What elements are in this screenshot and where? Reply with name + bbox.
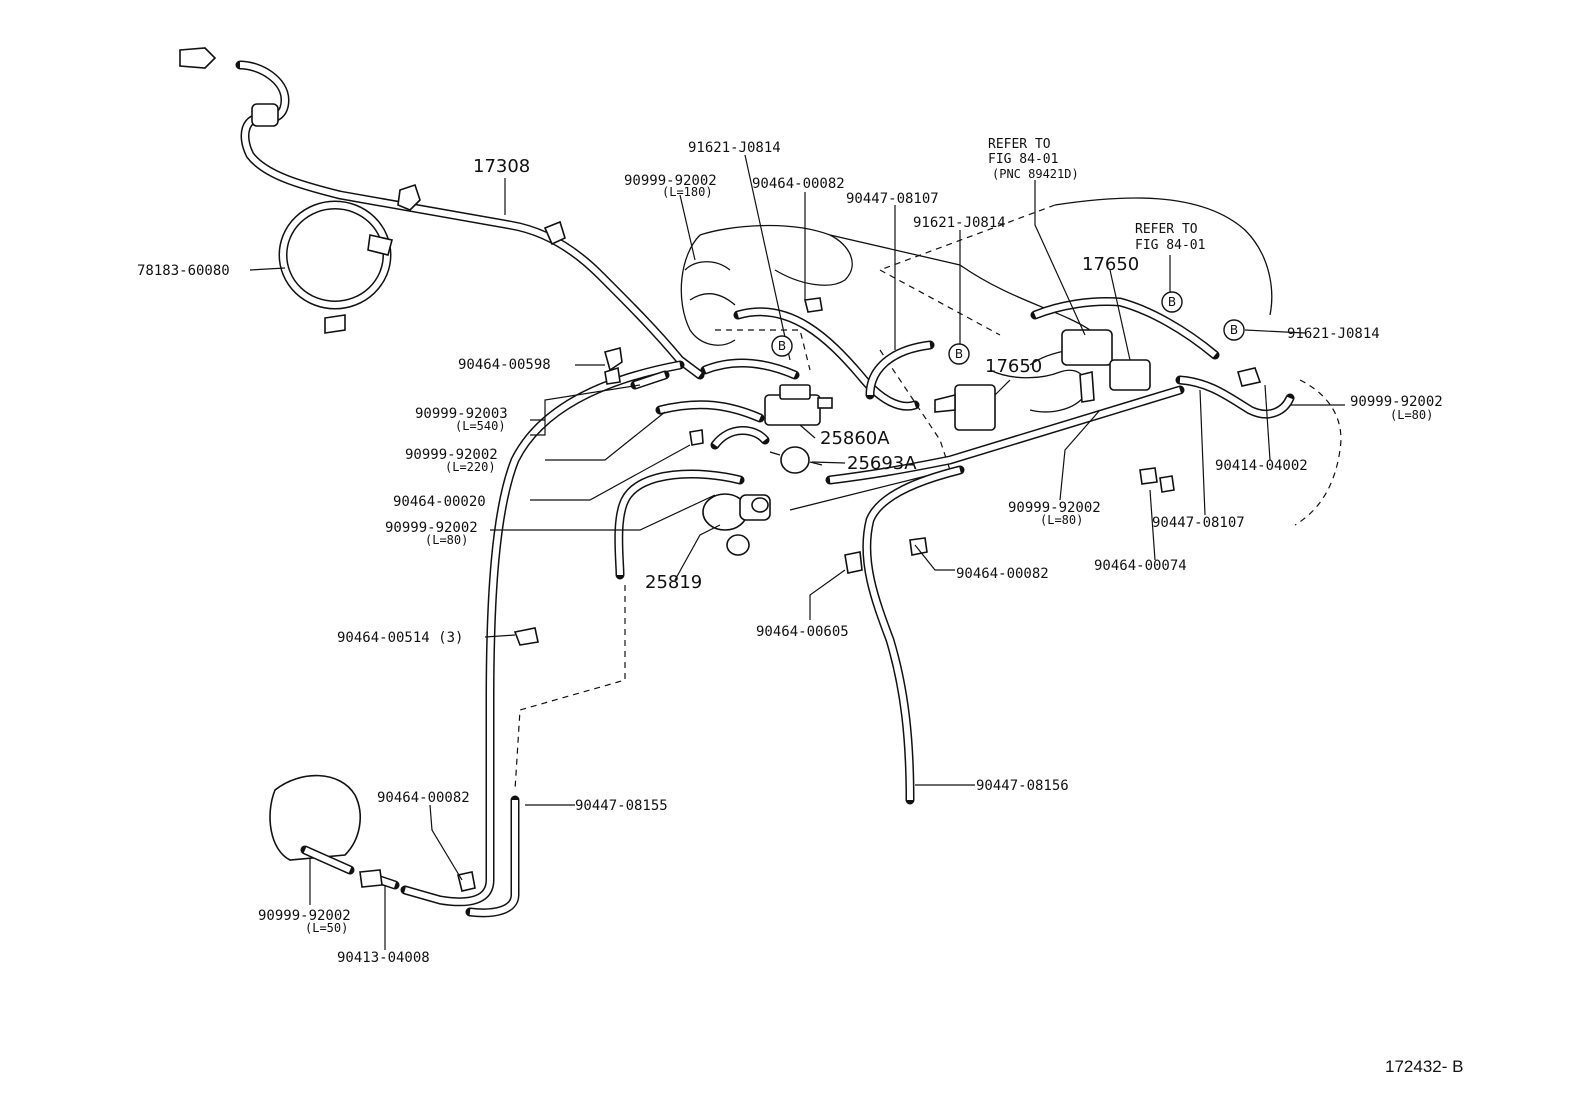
leader-lines [249, 154, 1345, 950]
hose-top-middle [733, 307, 935, 411]
filter-bottom-left [269, 774, 400, 890]
label-91621-J0814-right: 91621-J0814 [1287, 326, 1380, 342]
part-labels: 17308 78183-60080 91621-J0814 90999-9200… [137, 137, 1463, 1076]
hose-main-right [825, 297, 1295, 485]
label-90413-04008: 90413-04008 [337, 950, 430, 966]
label-90464-00082-low: 90464-00082 [377, 790, 470, 806]
vsv-17650-left [934, 384, 996, 431]
label-length-50: (L=50) [305, 921, 348, 935]
ring-clamp-78183 [278, 200, 393, 334]
hose-connector [251, 103, 279, 127]
label-length-80-left: (L=80) [425, 533, 468, 547]
label-17650-left: 17650 [985, 356, 1042, 377]
label-90447-08155: 90447-08155 [575, 798, 668, 814]
label-length-180: (L=180) [662, 185, 713, 199]
label-length-540: (L=540) [455, 419, 506, 433]
label-90464-00082-mid: 90464-00082 [956, 566, 1049, 582]
label-25693A: 25693A [847, 453, 917, 474]
label-90999-92002-180: 90999-92002 [624, 173, 717, 189]
vsv-17650-right [1061, 329, 1151, 391]
label-90464-00514: 90464-00514 (3) [337, 630, 463, 646]
vsv-25819 [702, 493, 771, 556]
label-91621-J0814-mid: 91621-J0814 [913, 215, 1006, 231]
callout-b-3: B [1161, 291, 1183, 313]
hose-clips-top [397, 183, 566, 246]
hose-end-connector [179, 47, 217, 69]
svg-text:B: B [955, 347, 963, 361]
label-17650-right: 17650 [1082, 254, 1139, 275]
hose-90447-08155 [400, 360, 685, 918]
label-90999-92003-540: 90999-92003 [415, 406, 508, 422]
label-length-80-right: (L=80) [1390, 408, 1433, 422]
label-90464-00605: 90464-00605 [756, 624, 849, 640]
label-90447-08156: 90447-08156 [976, 778, 1069, 794]
label-90464-00598: 90464-00598 [458, 357, 551, 373]
label-90999-92002-80-left: 90999-92002 [385, 520, 478, 536]
svg-text:B: B [1168, 295, 1176, 309]
hose-90447-08156 [862, 465, 965, 805]
label-90447-08107-top: 90447-08107 [846, 191, 939, 207]
refer-note-1-line1: REFER TO [988, 137, 1051, 152]
label-length-80-mid: (L=80) [1040, 513, 1083, 527]
label-91621-J0814-top: 91621-J0814 [688, 140, 781, 156]
refer-note-1-line2: FIG 84-01 [988, 152, 1058, 167]
svg-text:B: B [1230, 323, 1238, 337]
label-25860A: 25860A [820, 428, 890, 449]
label-90999-92002-80-right: 90999-92002 [1350, 394, 1443, 410]
label-length-220: (L=220) [445, 460, 496, 474]
clamps-misc [457, 297, 1262, 892]
label-90464-00074: 90464-00074 [1094, 558, 1187, 574]
callout-b-1: B [771, 335, 793, 357]
refer-note-2-line1: REFER TO [1135, 222, 1198, 237]
label-25819: 25819 [645, 572, 702, 593]
figure-id: 172432- B [1385, 1057, 1463, 1076]
label-90464-00082-top: 90464-00082 [752, 176, 845, 192]
svg-text:B: B [778, 339, 786, 353]
hose-17308 [179, 47, 705, 380]
label-90999-92002-220: 90999-92002 [405, 447, 498, 463]
label-78183-60080: 78183-60080 [137, 263, 230, 279]
label-90999-92002-80-mid: 90999-92002 [1008, 500, 1101, 516]
label-90999-92002-50: 90999-92002 [258, 908, 351, 924]
vsv-25860A [764, 384, 833, 426]
callout-b-2: B [948, 343, 970, 365]
refer-note-1-line3: (PNC 89421D) [992, 167, 1079, 181]
label-90464-00020: 90464-00020 [393, 494, 486, 510]
label-90447-08107-right: 90447-08107 [1152, 515, 1245, 531]
label-17308: 17308 [473, 156, 530, 177]
callout-b-4: B [1223, 319, 1245, 341]
hose-segments-left [514, 358, 800, 791]
refer-note-2-line2: FIG 84-01 [1135, 238, 1205, 253]
valve-25693A [769, 446, 823, 474]
label-90414-04002: 90414-04002 [1215, 458, 1308, 474]
